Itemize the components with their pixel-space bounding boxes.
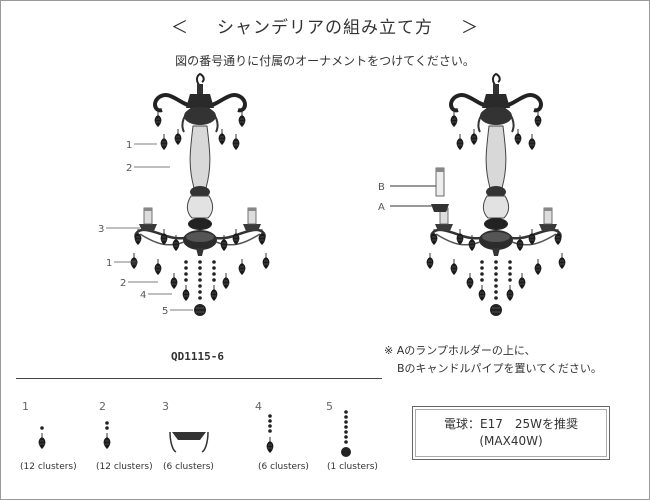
left-label: 2 bbox=[120, 278, 126, 289]
bulb-max: (MAX40W) bbox=[479, 434, 543, 448]
note-line-1: Aのランプホルダーの上に、 bbox=[396, 344, 536, 357]
part-2-illustration bbox=[103, 421, 111, 450]
bulb-info-box: 電球：E17 25Wを推奨 (MAX40W) bbox=[412, 406, 610, 460]
page-title: ＜ シャンデリアの組み立て方 ＞ bbox=[0, 13, 650, 38]
part-number: 4 bbox=[255, 400, 262, 413]
left-leader-lines bbox=[106, 143, 193, 311]
part-3-illustration bbox=[169, 431, 209, 453]
bulb-spec: 電球：E17 25Wを推奨 bbox=[444, 417, 578, 431]
part-number: 3 bbox=[162, 400, 169, 413]
title-text: シャンデリアの組み立て方 bbox=[217, 18, 433, 38]
label-a: A bbox=[378, 202, 385, 213]
part-number: 2 bbox=[99, 400, 106, 413]
assembly-note: ※ Aのランプホルダーの上に、 Bのキャンドルパイプを置いてください。 bbox=[384, 342, 602, 378]
left-label: 1 bbox=[106, 258, 112, 269]
model-number: QD1115-6 bbox=[171, 350, 224, 363]
part-count: (12 clusters) bbox=[96, 462, 153, 472]
chandelier-left bbox=[131, 74, 270, 316]
part-4-illustration bbox=[266, 414, 274, 454]
left-labels: 1 2 3 1 2 4 5 bbox=[98, 140, 168, 317]
part-count: (6 clusters) bbox=[163, 462, 214, 472]
prev-arrow[interactable]: ＜ bbox=[171, 18, 189, 38]
left-label: 2 bbox=[126, 163, 132, 174]
part-count: (12 clusters) bbox=[20, 462, 77, 472]
label-b: B bbox=[378, 182, 385, 193]
divider-line bbox=[16, 378, 382, 379]
next-arrow[interactable]: ＞ bbox=[461, 18, 479, 38]
chandelier-right bbox=[427, 74, 566, 316]
part-count: (1 clusters) bbox=[327, 462, 378, 472]
part-number: 5 bbox=[326, 400, 333, 413]
left-label: 3 bbox=[98, 224, 104, 235]
note-line-2: Bのキャンドルパイプを置いてください。 bbox=[397, 362, 602, 375]
instruction-subtitle: 図の番号通りに付属のオーナメントをつけてください。 bbox=[175, 54, 475, 68]
left-label: 1 bbox=[126, 140, 132, 151]
part-1-illustration bbox=[38, 426, 46, 450]
part-count: (6 clusters) bbox=[258, 462, 309, 472]
left-label: 4 bbox=[140, 290, 146, 301]
part-number: 1 bbox=[22, 400, 29, 413]
part-5-illustration bbox=[341, 410, 351, 457]
candle-pipe-b-illustration bbox=[431, 167, 449, 212]
right-leader-lines bbox=[390, 185, 436, 207]
note-mark: ※ bbox=[384, 344, 394, 357]
left-label: 5 bbox=[162, 306, 168, 317]
